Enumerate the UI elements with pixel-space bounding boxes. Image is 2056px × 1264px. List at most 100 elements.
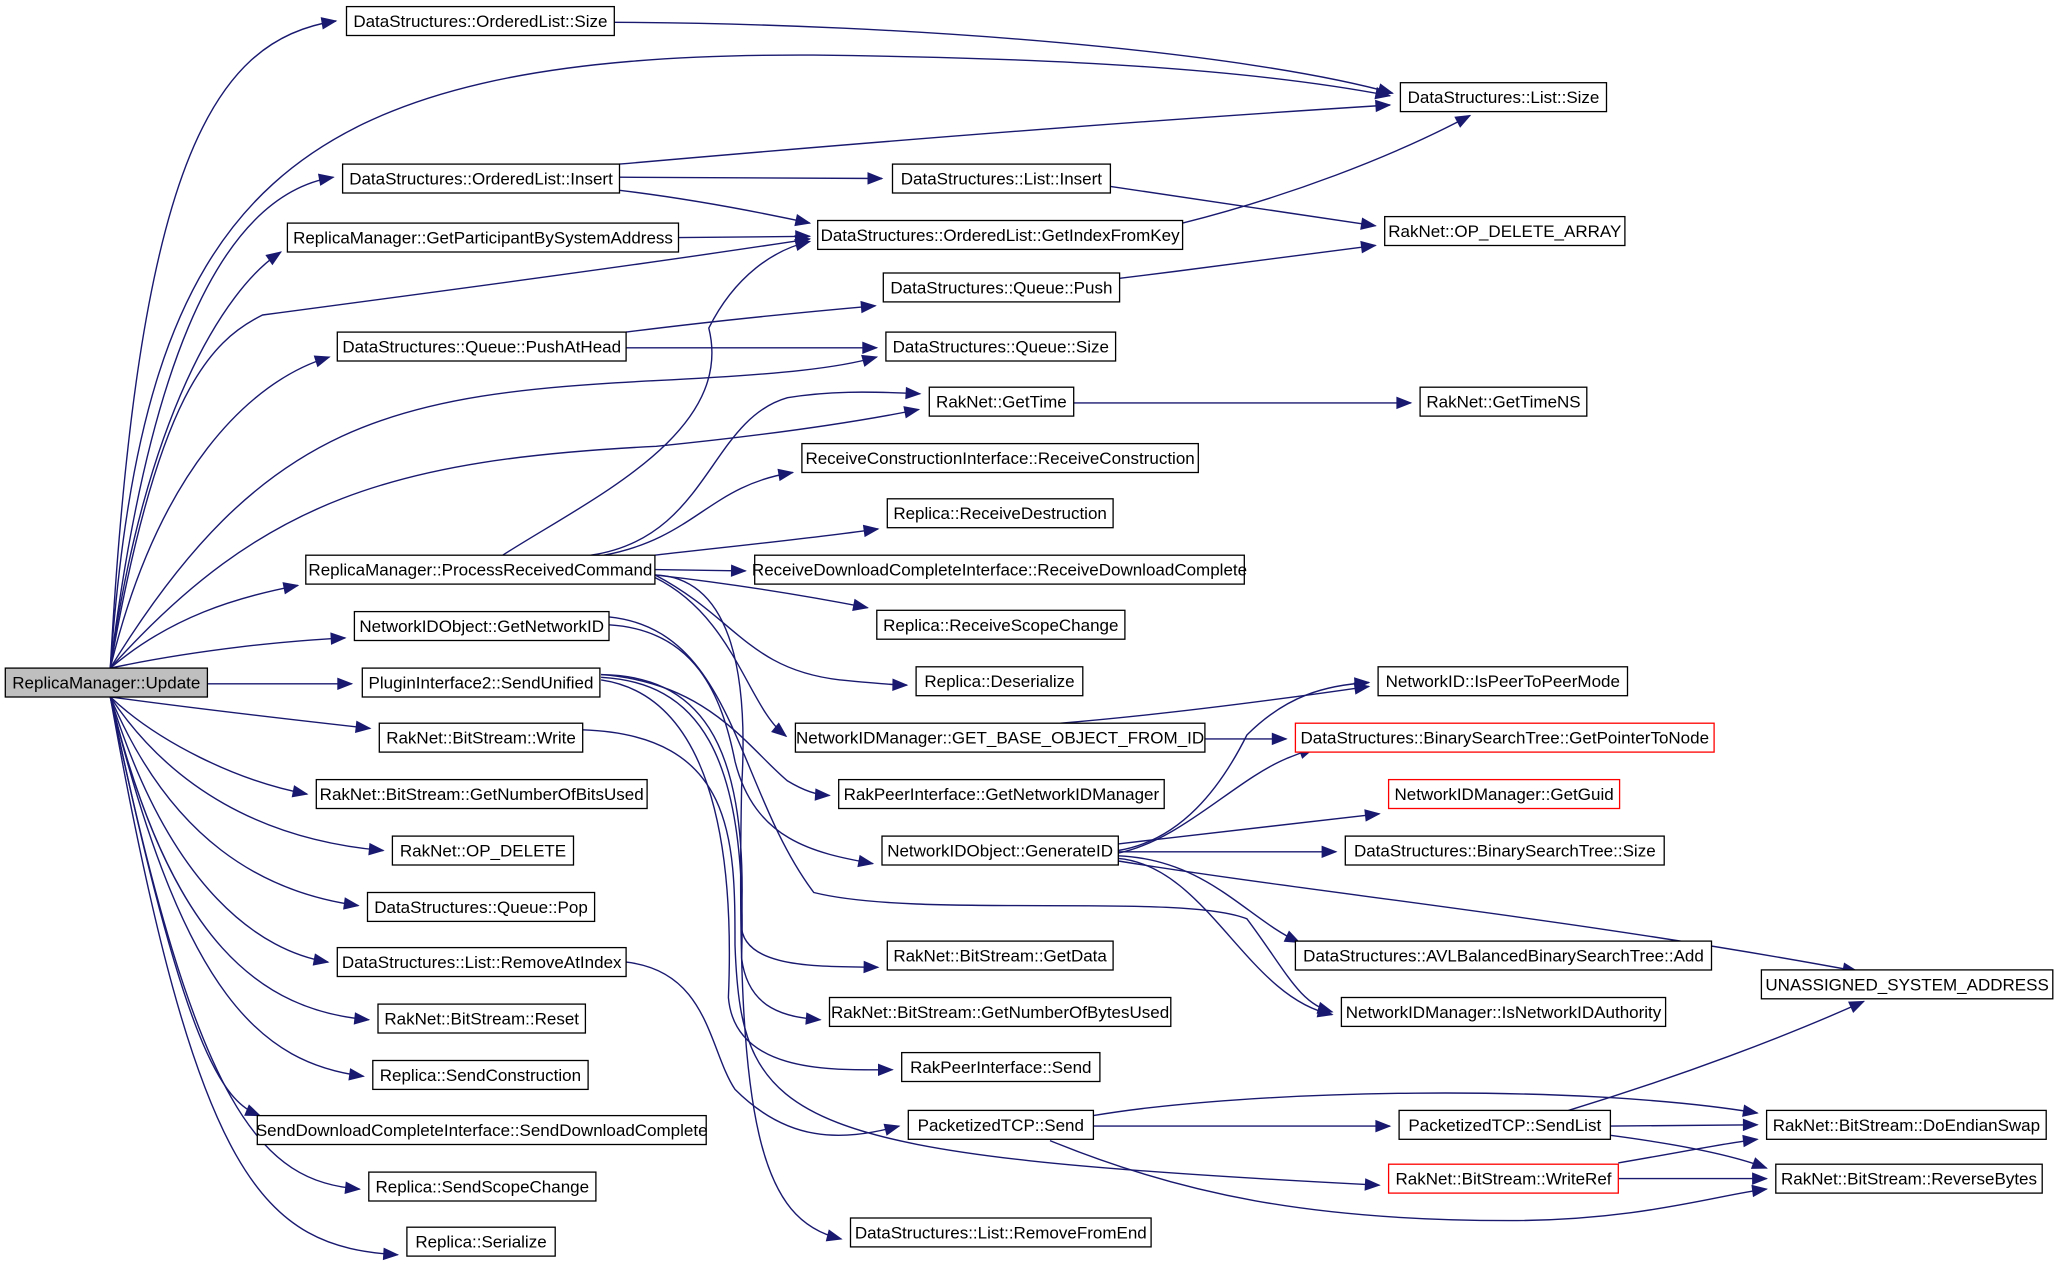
edge-line (619, 104, 1390, 165)
node-process-cmd[interactable]: ReplicaManager::ProcessReceivedCommand (305, 554, 656, 585)
node-unassigned[interactable]: UNASSIGNED_SYSTEM_ADDRESS (1760, 969, 2054, 1000)
edge-process_cmd-to-recv_scope (654, 574, 869, 612)
node-get-networkid[interactable]: NetworkIDObject::GetNetworkID (353, 610, 610, 642)
node-label: PacketizedTCP::Send (918, 1116, 1084, 1135)
node-is-p2p[interactable]: NetworkID::IsPeerToPeerMode (1377, 666, 1629, 697)
node-get-base-obj[interactable]: NetworkIDManager::GET_BASE_OBJECT_FROM_I… (794, 722, 1206, 753)
node-box (1765, 1109, 2047, 1140)
node-bs-numbytes[interactable]: RakNet::BitStream::GetNumberOfBytesUsed (828, 996, 1172, 1028)
edge-process_cmd-to-list_removefromend (654, 574, 843, 1242)
edge-line (110, 637, 346, 669)
edge-ptcp_sendlist-to-endian_swap (1610, 1118, 1759, 1132)
node-label: DataStructures::List::Size (1408, 88, 1600, 107)
node-bs-write[interactable]: RakNet::BitStream::Write (378, 722, 584, 753)
node-box (341, 163, 621, 194)
node-reverse-bytes[interactable]: RakNet::BitStream::ReverseBytes (1775, 1163, 2043, 1194)
node-box (754, 554, 1245, 585)
edge-arrowhead (382, 1247, 400, 1261)
edge-generate_id-to-get_guid (1118, 809, 1381, 845)
edge-line (601, 673, 879, 968)
node-bs-getdata[interactable]: RakNet::BitStream::GetData (886, 940, 1114, 971)
node-rakpeer-send[interactable]: RakPeerInterface::Send (901, 1051, 1101, 1083)
node-box (377, 1003, 587, 1034)
edge-arrowhead (730, 564, 747, 577)
node-box (1419, 386, 1588, 417)
node-bst-getptr[interactable]: DataStructures::BinarySearchTree::GetPoi… (1294, 722, 1715, 753)
node-send-download[interactable]: SendDownloadCompleteInterface::SendDownl… (256, 1114, 708, 1146)
node-get-participant[interactable]: ReplicaManager::GetParticipantBySystemAd… (286, 222, 680, 253)
edge-line (600, 679, 893, 1071)
node-bs-numbits[interactable]: RakNet::BitStream::GetNumberOfBitsUsed (315, 778, 648, 810)
edge-arrowhead (317, 173, 335, 186)
edge-line (502, 240, 810, 556)
edge-arrowhead (878, 1063, 894, 1077)
edge-line (109, 696, 329, 963)
edge-queue_pushathead-to-queue_push (626, 300, 877, 333)
node-bs-reset[interactable]: RakNet::BitStream::Reset (377, 1003, 587, 1034)
edge-process_cmd-to-recv_download (654, 564, 747, 577)
node-generate-id[interactable]: NetworkIDObject::GenerateID (881, 835, 1119, 866)
node-recv-scope[interactable]: Replica::ReceiveScopeChange (876, 609, 1126, 640)
node-gettime[interactable]: RakNet::GetTime (928, 386, 1075, 417)
node-send-scope[interactable]: Replica::SendScopeChange (368, 1171, 597, 1202)
node-queue-push[interactable]: DataStructures::Queue::Push (882, 272, 1121, 303)
node-list-insert[interactable]: DataStructures::List::Insert (891, 163, 1112, 194)
node-recv-download[interactable]: ReceiveDownloadCompleteInterface::Receiv… (752, 554, 1247, 585)
node-recv-construction[interactable]: ReceiveConstructionInterface::ReceiveCon… (801, 442, 1199, 474)
node-op-delete-array[interactable]: RakNet::OP_DELETE_ARRAY (1384, 215, 1626, 247)
node-box (256, 1114, 707, 1146)
node-send-construction[interactable]: Replica::SendConstruction (372, 1059, 589, 1091)
node-box (1340, 996, 1667, 1028)
node-box (876, 609, 1126, 640)
node-label: RakNet::BitStream::Reset (384, 1010, 579, 1029)
node-ol-insert[interactable]: DataStructures::OrderedList::Insert (341, 163, 621, 194)
node-get-nidmgr[interactable]: RakPeerInterface::GetNetworkIDManager (838, 778, 1165, 810)
node-bst-size[interactable]: DataStructures::BinarySearchTree::Size (1344, 835, 1665, 866)
edge-line (626, 961, 900, 1137)
edge-line (109, 238, 810, 669)
node-ol-size[interactable]: DataStructures::OrderedList::Size (345, 5, 615, 37)
node-writeref[interactable]: RakNet::BitStream::WriteRef (1387, 1163, 1619, 1194)
edge-ptcp_send-to-reverse_bytes (1049, 1139, 1768, 1222)
node-queue-pop[interactable]: DataStructures::Queue::Pop (366, 891, 596, 923)
node-box (838, 778, 1165, 810)
node-deserialize[interactable]: Replica::Deserialize (915, 666, 1084, 697)
edge-line (1118, 681, 1369, 852)
node-box (881, 835, 1119, 866)
node-send-unified[interactable]: PluginInterface2::SendUnified (361, 667, 601, 698)
node-list-size[interactable]: DataStructures::List::Size (1399, 82, 1608, 113)
node-serialize[interactable]: Replica::Serialize (406, 1226, 556, 1257)
node-endian-swap[interactable]: RakNet::BitStream::DoEndianSwap (1765, 1109, 2047, 1140)
node-label: RakNet::BitStream::WriteRef (1395, 1170, 1611, 1189)
node-queue-pushathead[interactable]: DataStructures::Queue::PushAtHead (336, 331, 627, 362)
node-queue-size[interactable]: DataStructures::Queue::Size (885, 331, 1117, 362)
node-ptcp-send[interactable]: PacketizedTCP::Send (907, 1109, 1095, 1140)
node-list-removeat[interactable]: DataStructures::List::RemoveAtIndex (336, 946, 627, 978)
edge-queue_pushathead-to-queue_size (626, 341, 879, 355)
node-box (1387, 1163, 1619, 1194)
node-box (4, 667, 209, 698)
node-is-authority[interactable]: NetworkIDManager::IsNetworkIDAuthority (1340, 996, 1667, 1028)
node-op-delete[interactable]: RakNet::OP_DELETE (391, 835, 575, 866)
edge-arrowhead (320, 17, 338, 30)
node-label: Replica::Serialize (415, 1233, 546, 1252)
node-label: ReplicaManager::ProcessReceivedCommand (308, 561, 652, 580)
node-box (1398, 1109, 1612, 1140)
node-ol-getindex[interactable]: DataStructures::OrderedList::GetIndexFro… (817, 219, 1184, 251)
edge-line (678, 235, 810, 239)
node-box (901, 1051, 1101, 1083)
edge-generate_id-to-is_p2p (1118, 677, 1371, 852)
node-label: RakNet::OP_DELETE_ARRAY (1388, 222, 1621, 241)
node-box (305, 554, 656, 585)
node-label: NetworkIDManager::GetGuid (1394, 785, 1613, 804)
node-root[interactable]: ReplicaManager::Update (4, 667, 209, 698)
node-get-guid[interactable]: NetworkIDManager::GetGuid (1387, 778, 1621, 810)
node-list-removefromend[interactable]: DataStructures::List::RemoveFromEnd (849, 1217, 1152, 1248)
edge-line (608, 616, 1333, 1013)
node-gettimens[interactable]: RakNet::GetTimeNS (1419, 386, 1588, 417)
edge-line (582, 729, 1380, 1186)
edge-process_cmd-to-gettime (590, 386, 922, 556)
node-ptcp-sendlist[interactable]: PacketizedTCP::SendList (1398, 1109, 1612, 1140)
node-recv-destruction[interactable]: Replica::ReceiveDestruction (886, 498, 1114, 529)
node-avl-add[interactable]: DataStructures::AVLBalancedBinarySearchT… (1294, 940, 1713, 971)
